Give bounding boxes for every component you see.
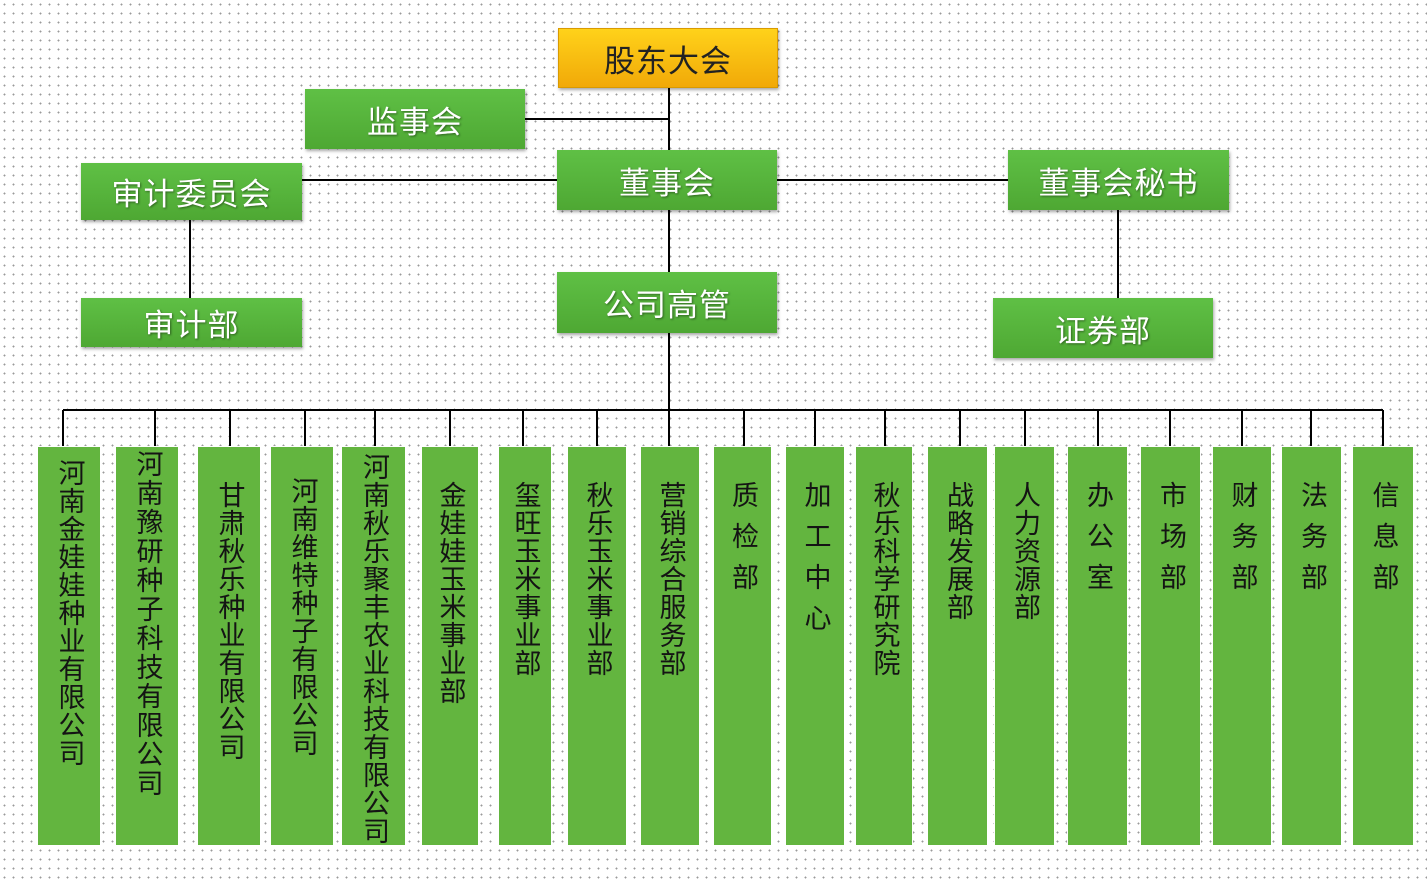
department-box: 河南维特种子有限公司	[270, 446, 334, 846]
department-label: 金娃娃玉米事业部	[434, 481, 466, 705]
department-label: 法务部	[1296, 481, 1327, 604]
board-secretary-label: 董事会秘书	[1038, 165, 1199, 202]
department-box: 市场部	[1140, 446, 1201, 846]
board-of-directors-label: 董事会	[619, 165, 715, 202]
department-box: 人力资源部	[994, 446, 1055, 846]
department-label: 秋乐科学研究院	[868, 481, 900, 677]
shareholders-meeting-label: 股东大会	[604, 43, 732, 80]
securities-department-label: 证券部	[1055, 313, 1151, 350]
department-label: 市场部	[1155, 481, 1186, 604]
executives-box: 公司高管	[557, 272, 777, 333]
department-label: 信息部	[1367, 481, 1399, 604]
department-box: 加工中心	[785, 446, 845, 846]
department-label: 财务部	[1226, 481, 1258, 604]
audit-department-label: 审计部	[143, 308, 240, 344]
department-label: 河南豫研种子科技有限公司	[131, 450, 163, 798]
audit-department-box: 审计部	[81, 298, 302, 347]
audit-committee-label: 审计委员会	[111, 177, 272, 213]
department-box: 河南豫研种子科技有限公司	[115, 446, 179, 846]
department-box: 河南金娃娃种业有限公司	[37, 446, 101, 846]
department-label: 营销综合服务部	[654, 481, 686, 677]
department-box: 法务部	[1281, 446, 1342, 846]
board-secretary-box: 董事会秘书	[1008, 150, 1229, 210]
department-label: 质检部	[727, 481, 758, 604]
supervisory-board-box: 监事会	[305, 89, 525, 149]
department-label: 甘肃秋乐种业有限公司	[213, 481, 245, 761]
department-box: 财务部	[1212, 446, 1272, 846]
board-of-directors-box: 董事会	[557, 150, 777, 210]
audit-committee-box: 审计委员会	[81, 163, 302, 220]
department-label: 加工中心	[799, 481, 831, 645]
department-box: 质检部	[713, 446, 772, 846]
department-box: 金娃娃玉米事业部	[421, 446, 479, 846]
department-label: 玺旺玉米事业部	[509, 481, 541, 677]
department-box: 秋乐科学研究院	[855, 446, 913, 846]
department-label: 河南金娃娃种业有限公司	[53, 459, 85, 767]
securities-department-box: 证券部	[993, 298, 1213, 358]
department-label: 河南秋乐聚丰农业科技有限公司	[358, 453, 389, 845]
department-label: 人力资源部	[1009, 481, 1040, 621]
department-label: 战略发展部	[942, 481, 973, 621]
department-box: 河南秋乐聚丰农业科技有限公司	[341, 446, 406, 846]
department-box: 玺旺玉米事业部	[498, 446, 552, 846]
department-box: 办公室	[1067, 446, 1128, 846]
department-label: 河南维特种子有限公司	[286, 477, 318, 757]
department-label: 秋乐玉米事业部	[581, 481, 613, 677]
department-box: 战略发展部	[927, 446, 988, 846]
shareholders-meeting-box: 股东大会	[558, 28, 778, 88]
department-label: 办公室	[1082, 481, 1113, 604]
supervisory-board-label: 监事会	[367, 104, 463, 141]
department-box: 甘肃秋乐种业有限公司	[197, 446, 261, 846]
department-box: 信息部	[1352, 446, 1414, 846]
department-box: 秋乐玉米事业部	[567, 446, 627, 846]
executives-label: 公司高管	[603, 288, 731, 324]
department-box: 营销综合服务部	[640, 446, 700, 846]
